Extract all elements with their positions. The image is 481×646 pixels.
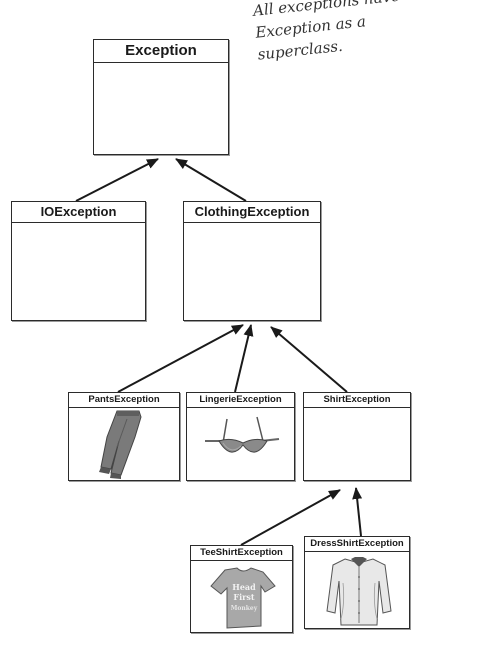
ioexception-class-name: IOException	[12, 202, 145, 223]
arrow-pants-to-clothing	[117, 324, 244, 393]
tee-print-line-1: Head	[232, 582, 256, 592]
arrow-shirt-to-clothing	[270, 326, 348, 393]
clothingexception-class-box: ClothingException	[183, 201, 321, 321]
tee-print-line-2: First	[233, 592, 254, 602]
arrow-io-to-exception	[75, 158, 159, 202]
arrow-clothing-to-exception	[175, 158, 247, 202]
shirtexception-class-name: ShirtException	[304, 393, 410, 408]
tee-shirt-icon: Head First Monkey	[210, 567, 276, 629]
exception-class-box: Exception	[93, 39, 229, 155]
exception-class-name: Exception	[94, 40, 228, 63]
shirtexception-class-box: ShirtException	[303, 392, 411, 481]
pantsexception-class-box: PantsException	[68, 392, 180, 481]
arrow-lingerie-to-clothing	[234, 324, 254, 393]
teeshirtexception-class-box: TeeShirtException Head First Monkey	[190, 545, 293, 633]
lingerieexception-class-name: LingerieException	[187, 393, 294, 408]
dress-shirt-icon	[326, 557, 392, 626]
arrow-dressshirt-to-shirt	[352, 487, 363, 537]
pantsexception-class-name: PantsException	[69, 393, 179, 408]
dressshirtexception-class-box: DressShirtException	[304, 536, 410, 629]
ioexception-class-box: IOException	[11, 201, 146, 321]
dressshirtexception-class-name: DressShirtException	[305, 537, 409, 552]
tee-print-line-3: Monkey	[231, 605, 258, 612]
bra-icon	[205, 416, 280, 453]
lingerieexception-class-box: LingerieException	[186, 392, 295, 481]
teeshirtexception-class-name: TeeShirtException	[191, 546, 292, 561]
clothingexception-class-name: ClothingException	[184, 202, 320, 223]
arrow-teeshirt-to-shirt	[240, 489, 341, 546]
pants-icon	[99, 410, 142, 479]
